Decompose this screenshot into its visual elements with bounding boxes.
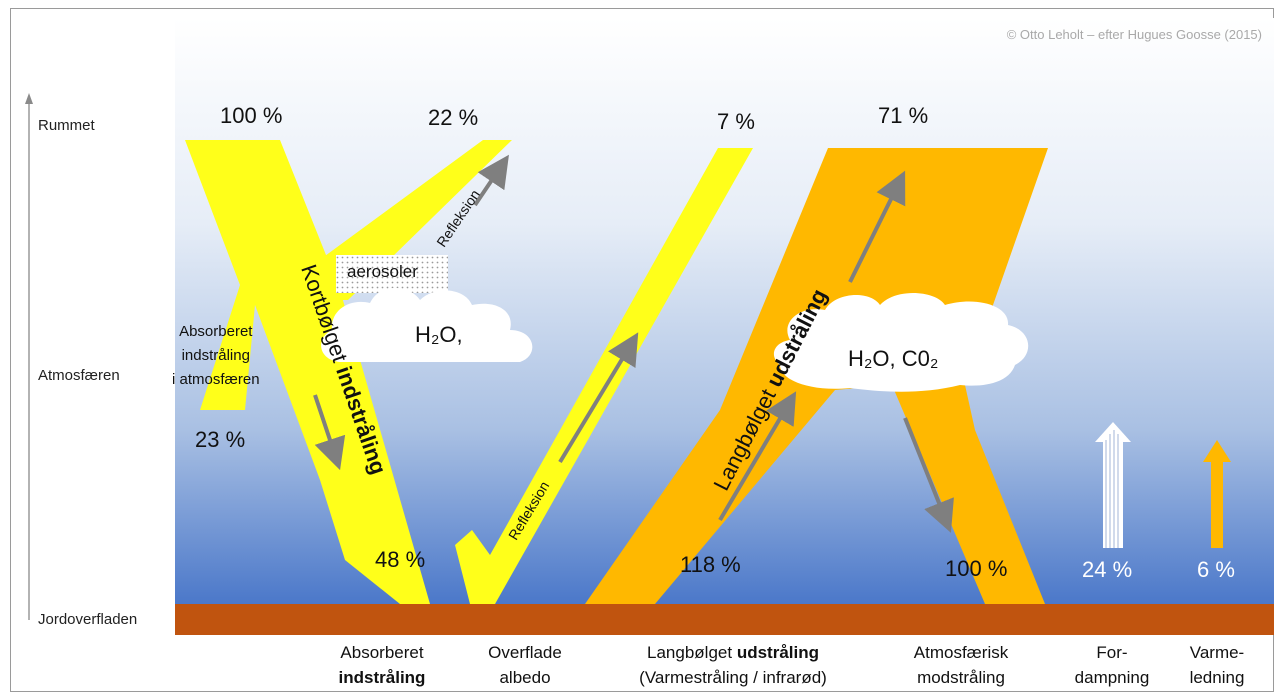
pct-reflected-atmosphere: 22 % [428,105,479,130]
arrow-longwave-up-lower [718,391,797,522]
pct-evaporation: 24 % [1082,557,1133,582]
shortwave-incoming-band [185,140,430,604]
altitude-axis-arrowhead [25,93,33,104]
cloud-right-label: H₂O, C0₂ [848,346,939,371]
arrow-reflection-up [473,154,509,207]
bottom-label-absorbed: Absorberet indstråling [338,643,426,687]
pct-surface-to-space: 7 % [717,109,755,134]
shortwave-reflection-band [265,140,512,300]
credit-text: © Otto Leholt – efter Hugues Goosse (201… [1006,27,1262,42]
arrow-albedo-up [558,332,639,464]
pct-atmosphere-to-space: 71 % [878,103,929,128]
pct-incoming: 100 % [220,103,283,128]
cloud-left [321,288,533,362]
cloud-left-label: H₂O, [415,322,463,347]
absorbed-atmosphere-label: Absorberet indstråling i atmosfæren [172,323,260,388]
evaporation-arrow [1095,422,1131,548]
pct-absorbed-atmosphere: 23 % [195,427,246,452]
arrow-shortwave-down [313,394,346,471]
bottom-label-back-radiation: Atmosfærisk modstråling [913,643,1009,687]
pct-longwave-surface: 118 % [680,552,741,577]
pct-conduction: 6 % [1197,557,1235,582]
aerosol-label: aerosoler [347,262,418,281]
arrow-longwave-up-upper [848,170,906,283]
bottom-label-conduction: Varme- ledning [1189,643,1245,687]
level-space: Rummet [38,117,95,134]
pct-back-radiation: 100 % [945,556,1008,581]
bottom-label-albedo: Overflade albedo [488,643,562,687]
bottom-label-longwave: Langbølget udstråling (Varmestråling / i… [639,643,827,687]
ground-band [175,604,1274,635]
aerosol-box [336,255,448,293]
cloud-right [773,292,1029,392]
pct-absorbed-surface: 48 % [375,547,426,572]
conduction-arrow [1203,440,1231,548]
level-surface: Jordoverfladen [38,611,138,628]
surface-albedo-band [455,148,753,604]
arrow-backradiation-down [903,417,954,533]
level-atmosphere: Atmosfæren [38,367,120,384]
bottom-label-evaporation: For- dampning [1074,643,1150,687]
